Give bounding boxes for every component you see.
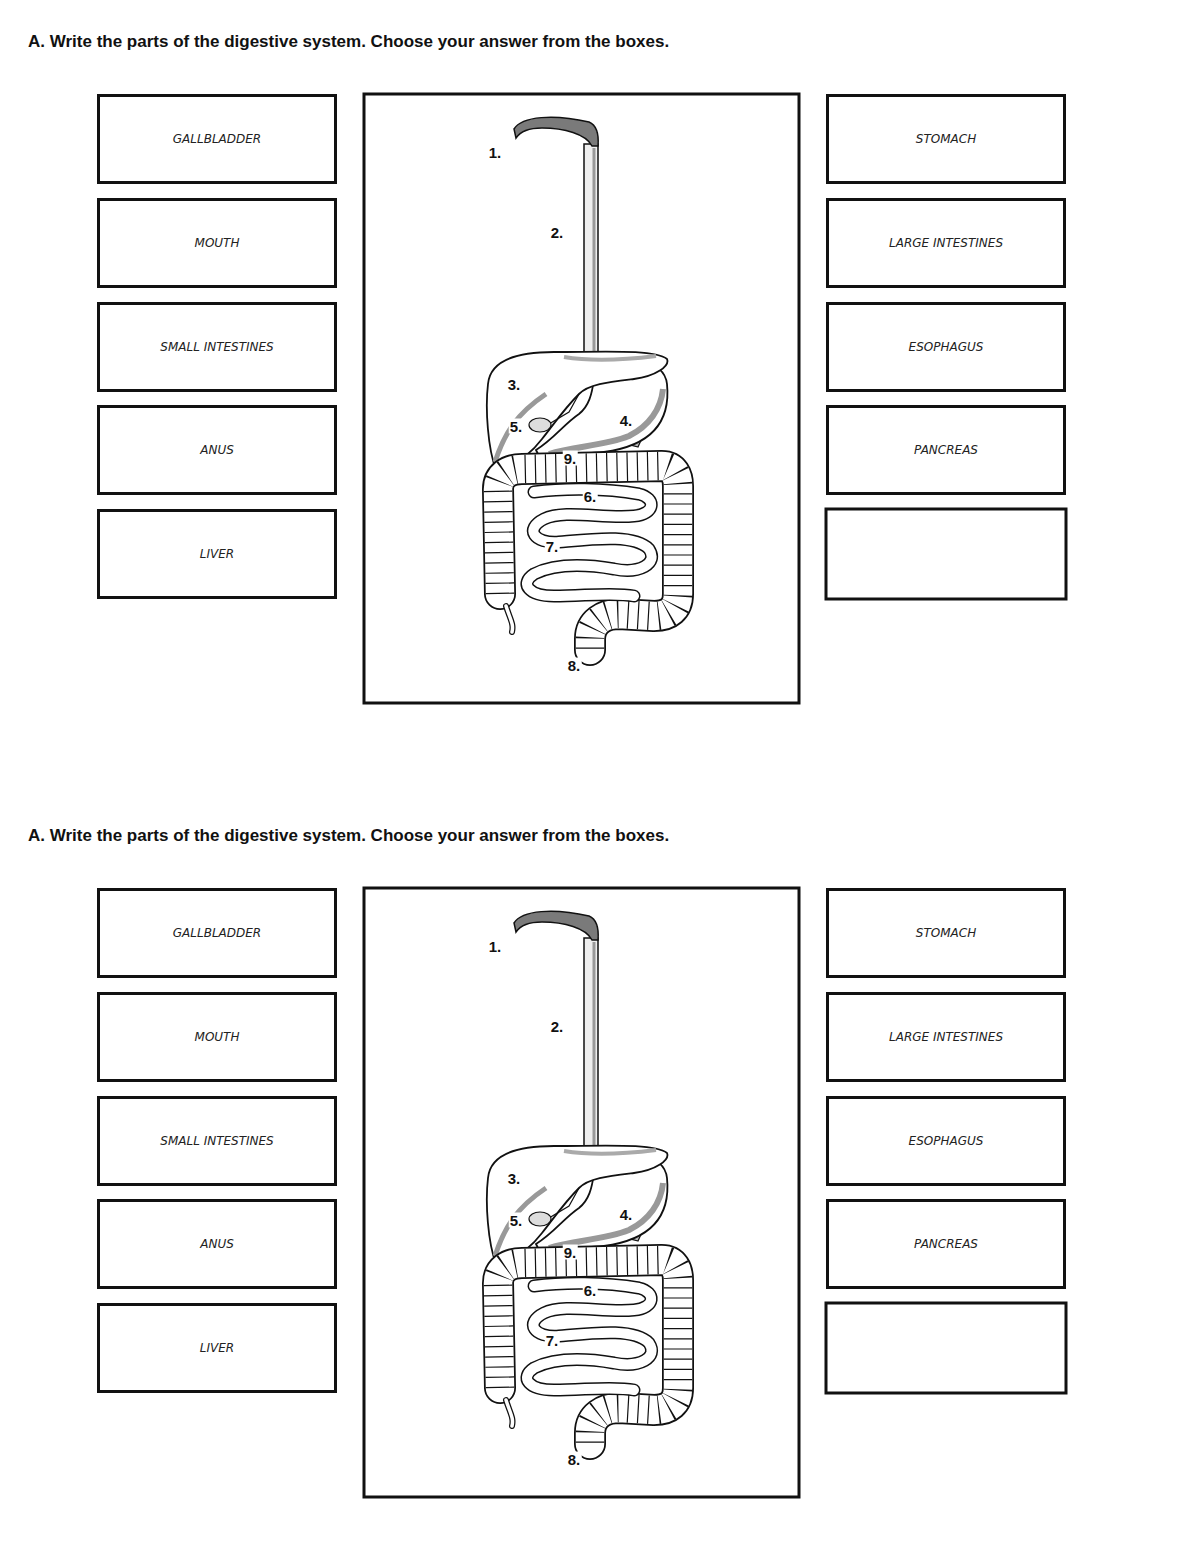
word-box: PANCREAS — [826, 1199, 1066, 1289]
answer-word: LIVER — [200, 547, 234, 561]
answer-word: ANUS — [200, 1237, 234, 1251]
word-box: MOUTH — [97, 992, 337, 1082]
word-box: LARGE INTESTINES — [826, 198, 1066, 288]
answer-word: ANUS — [200, 443, 234, 457]
word-box: GALLBLADDER — [97, 888, 337, 978]
callout-number: 7. — [545, 1333, 560, 1348]
answer-word: MOUTH — [195, 236, 240, 250]
callout-number: 6. — [583, 489, 598, 504]
digestive-system-picture — [487, 117, 678, 650]
word-box: GALLBLADDER — [97, 94, 337, 184]
worksheet-heading: A. Write the parts of the digestive syst… — [28, 826, 669, 846]
callout-number: 1. — [488, 939, 503, 954]
word-box: LIVER — [97, 1303, 337, 1393]
answer-word: LIVER — [200, 1341, 234, 1355]
empty-answer-box — [826, 509, 1066, 599]
callout-number: 6. — [583, 1283, 598, 1298]
word-box: PANCREAS — [826, 405, 1066, 495]
callout-number: 2. — [550, 1019, 565, 1034]
answer-word: LARGE INTESTINES — [889, 236, 1003, 250]
answer-word: ESOPHAGUS — [909, 1134, 984, 1148]
word-box: ANUS — [97, 1199, 337, 1289]
digestive-system-picture — [487, 911, 678, 1444]
answer-word: SMALL INTESTINES — [160, 340, 273, 354]
callout-number: 1. — [488, 145, 503, 160]
worksheet-heading: A. Write the parts of the digestive syst… — [28, 32, 669, 52]
answer-word: PANCREAS — [914, 1237, 978, 1251]
answer-word: ESOPHAGUS — [909, 340, 984, 354]
word-box: LIVER — [97, 509, 337, 599]
word-box: STOMACH — [826, 94, 1066, 184]
picture-frame — [364, 888, 799, 1497]
callout-number: 2. — [550, 225, 565, 240]
answer-word: LARGE INTESTINES — [889, 1030, 1003, 1044]
word-box: SMALL INTESTINES — [97, 1096, 337, 1186]
word-box: LARGE INTESTINES — [826, 992, 1066, 1082]
word-box: ESOPHAGUS — [826, 302, 1066, 392]
word-box: STOMACH — [826, 888, 1066, 978]
callout-number: 5. — [509, 1213, 524, 1228]
callout-number: 7. — [545, 539, 560, 554]
answer-word: SMALL INTESTINES — [160, 1134, 273, 1148]
word-box: ANUS — [97, 405, 337, 495]
callout-number: 8. — [567, 658, 582, 673]
answer-word: STOMACH — [916, 132, 976, 146]
answer-word: PANCREAS — [914, 443, 978, 457]
answer-word: GALLBLADDER — [173, 926, 261, 940]
picture-frame — [364, 94, 799, 703]
callout-number: 3. — [507, 377, 522, 392]
word-box: MOUTH — [97, 198, 337, 288]
callout-number: 9. — [563, 1245, 578, 1260]
callout-number: 9. — [563, 451, 578, 466]
callout-number: 5. — [509, 419, 524, 434]
callout-number: 4. — [619, 1207, 634, 1222]
callout-number: 3. — [507, 1171, 522, 1186]
answer-word: MOUTH — [195, 1030, 240, 1044]
word-box: SMALL INTESTINES — [97, 302, 337, 392]
word-box: ESOPHAGUS — [826, 1096, 1066, 1186]
callout-number: 8. — [567, 1452, 582, 1467]
answer-word: GALLBLADDER — [173, 132, 261, 146]
callout-number: 4. — [619, 413, 634, 428]
empty-answer-box — [826, 1303, 1066, 1393]
answer-word: STOMACH — [916, 926, 976, 940]
